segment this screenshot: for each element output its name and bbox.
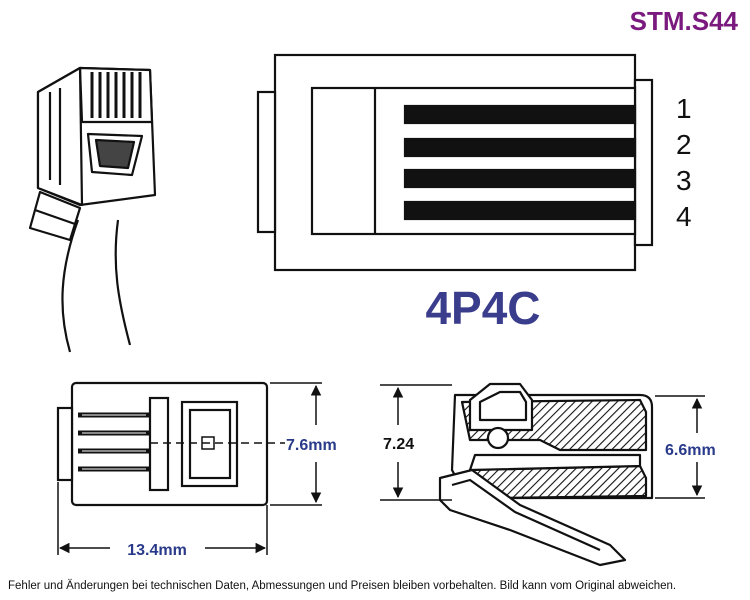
dimension-side-body-height [655, 395, 705, 499]
dimension-body-length-label: 13.4mm [127, 542, 187, 559]
plug-top-view [56, 381, 285, 507]
dimension-side-total-height-label: 7.24 [383, 436, 414, 453]
contact-1 [403, 104, 637, 125]
plug-right-tab [633, 78, 654, 247]
pin-label-1: 1 [676, 93, 692, 124]
dimension-side-body-height-label: 6.6mm [665, 442, 716, 459]
plug-front-view [256, 53, 654, 272]
contact-2 [403, 137, 637, 158]
plug-left-tab [256, 90, 277, 234]
contact-3 [403, 168, 637, 189]
connector-type-label: 4P4C [425, 282, 540, 334]
dimension-body-height-label: 7.6mm [286, 437, 337, 454]
pin-label-3: 3 [676, 165, 692, 196]
top-view-tab [56, 406, 74, 482]
dimension-body-height [270, 382, 322, 506]
disclaimer-footer: Fehler und Änderungen bei technischen Da… [8, 580, 677, 592]
plug-perspective-illustration [28, 66, 157, 353]
contact-4 [403, 200, 637, 221]
pin-label-2: 2 [676, 129, 692, 160]
plug-side-section [438, 382, 654, 567]
pin-label-4: 4 [676, 201, 692, 232]
dimension-body-length [57, 482, 268, 555]
dimension-side-total-height [380, 384, 452, 501]
product-code: STM.S44 [629, 6, 738, 36]
